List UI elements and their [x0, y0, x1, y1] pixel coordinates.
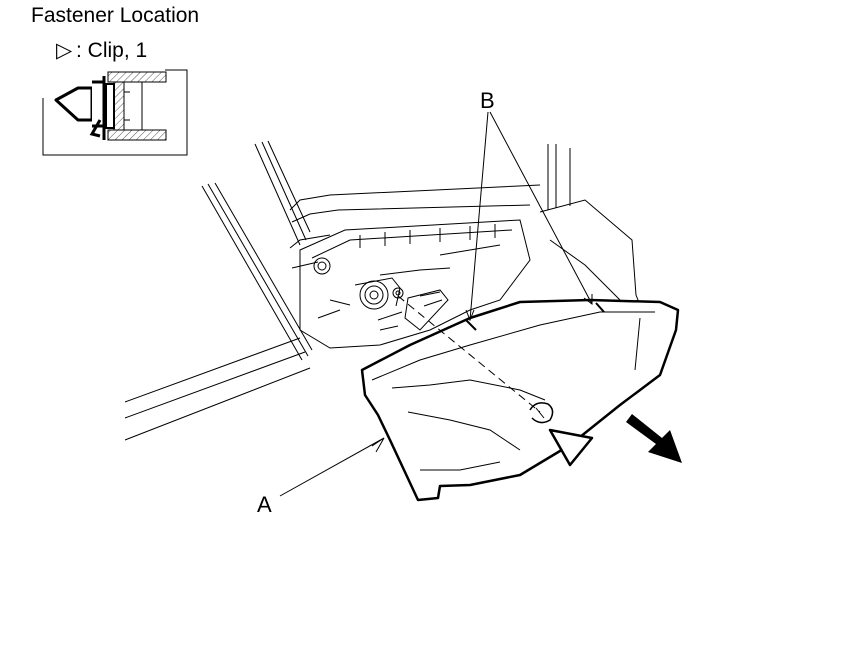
trim-panel-a	[360, 298, 680, 502]
callout-lines	[279, 111, 593, 497]
removal-direction-arrow-icon	[626, 414, 682, 463]
push-clip-cross-section-icon	[54, 71, 167, 141]
open-triangle-clip-icon: ▷	[56, 39, 73, 62]
vehicle-structure	[124, 140, 641, 441]
clip-detail-inset	[42, 69, 188, 156]
clip-legend-text: : Clip, 1	[76, 39, 148, 62]
page-title: Fastener Location	[31, 4, 200, 27]
clip-alignment-line	[397, 295, 541, 413]
clip-location-marker-icon	[548, 428, 594, 467]
callout-label-a: A	[257, 492, 272, 517]
callout-label-b: B	[480, 88, 495, 113]
clip-legend: ▷: Clip, 1	[56, 38, 147, 63]
